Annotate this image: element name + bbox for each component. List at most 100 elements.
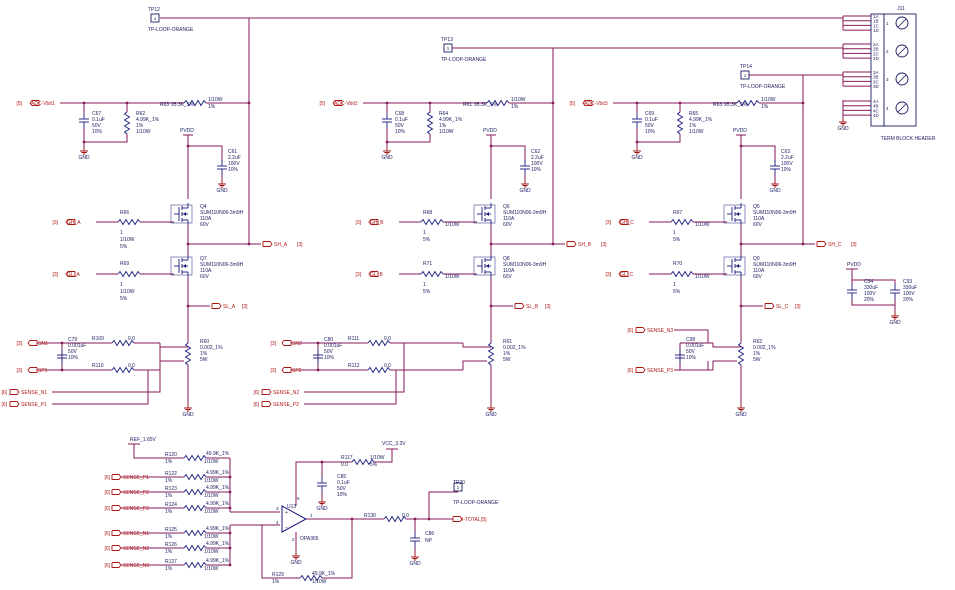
- test-point-box: [453, 482, 463, 492]
- pvdd-net-label: PVDD: [180, 128, 194, 134]
- resistor-power: 5%: [673, 237, 681, 243]
- screw-terminal-icon: [895, 72, 909, 86]
- page-ref: [3]: [605, 272, 611, 278]
- resistor-ref: R68: [423, 210, 432, 216]
- vcc-net-label: VCC_3.3V: [382, 441, 406, 447]
- electrolytic-capacitor: [889, 283, 901, 300]
- ground-symbol: [410, 552, 420, 561]
- capacitor-tol: 10%: [337, 492, 348, 498]
- resistor-power: 5%: [423, 289, 431, 295]
- capacitor-voltage: 50V: [395, 123, 405, 129]
- resistor-ref: R125: [165, 527, 177, 533]
- sh-net-label: SH_B: [578, 242, 592, 248]
- mosfet-current: 110A: [503, 268, 515, 274]
- connector-pin-label: 2B: [873, 47, 879, 52]
- wire: [712, 343, 737, 348]
- mosfet-ref: Q5: [753, 204, 760, 210]
- wire: [637, 134, 681, 143]
- capacitor-voltage: 100V: [864, 291, 876, 297]
- capacitor-tol: 10%: [395, 129, 406, 135]
- ground-label: GND: [769, 188, 781, 194]
- resistor-value: 4.99K_1%: [206, 485, 230, 491]
- resistor-value: 0.0: [128, 363, 135, 369]
- mosfet-part: SUM110N06-3m9H: [503, 210, 547, 216]
- page-ref: [5]: [481, 517, 487, 523]
- mosfet-voltage: 60V: [753, 222, 763, 228]
- page-ref: [3]: [601, 242, 607, 248]
- connector-pin-label: 1D: [873, 28, 880, 33]
- resistor-value: 0.002_1%: [753, 345, 776, 351]
- capacitor-value: 0.1uF: [395, 117, 408, 123]
- test-point-name: TP-LOOP-ORANGE: [740, 84, 786, 90]
- test-point-ref: TP12: [148, 7, 160, 13]
- test-point-name: TP-LOOP-ORANGE: [453, 500, 499, 506]
- input-resistor: [183, 474, 207, 480]
- adc-net-label: ADC-Vbit1: [31, 101, 55, 107]
- page-ref: [3]: [16, 368, 22, 374]
- resistor-ref: R60: [200, 339, 209, 345]
- resistor-tol: 1%: [272, 579, 280, 585]
- sense-p-flag: [9, 401, 20, 407]
- connector-pin-label: 2A: [873, 42, 879, 47]
- connector-ref: J11: [897, 6, 905, 12]
- test-point-pin: 1: [457, 485, 460, 490]
- capacitor-tol: 20%: [903, 297, 914, 303]
- decoupling-capacitor: [316, 476, 328, 493]
- resistor-ref: R129: [272, 572, 284, 578]
- junction-dot: [60, 368, 64, 372]
- capacitor-value: 0.001uF: [324, 343, 342, 349]
- capacitor-tol: 10%: [781, 167, 792, 173]
- capacitor-value: 0.1uF: [645, 117, 658, 123]
- connector-pin-number: 1: [886, 21, 889, 26]
- capacitor-value: 0.001uF: [686, 343, 704, 349]
- page-ref: [6]: [627, 368, 633, 374]
- resistor-tol: 1%: [439, 123, 447, 129]
- test-point-name: TP-LOOP-ORANGE: [148, 27, 194, 33]
- wire: [674, 361, 709, 371]
- connector-pin-label: 4C: [873, 108, 880, 113]
- resistor-tol: 1%: [165, 566, 173, 572]
- page-ref: [5]: [569, 101, 575, 107]
- test-point-pin: 1: [744, 73, 747, 78]
- resistor-tol: 1%: [689, 123, 697, 129]
- resistor-power: 1/10W: [370, 455, 385, 461]
- opamp-part: OPA365: [300, 536, 319, 542]
- connector-pin-number: 2: [886, 49, 889, 54]
- capacitor-ref: C62: [531, 149, 540, 155]
- ground-label: GND: [381, 155, 393, 161]
- screw-terminal-icon: [895, 16, 909, 30]
- wire: [387, 134, 431, 143]
- screw-slot: [897, 103, 907, 113]
- gl-net-label: GL_A: [67, 272, 80, 278]
- resistor-ref: R69: [120, 261, 129, 267]
- opamp-pin: 1: [310, 513, 313, 518]
- test-point-name: TP-LOOP-ORANGE: [441, 57, 487, 63]
- page-ref: [6]: [104, 490, 110, 496]
- electrolytic-capacitor: [846, 283, 858, 300]
- sp-flag: [27, 367, 38, 373]
- resistor-value: 4.99K_1%: [206, 526, 230, 532]
- sense-p-flag: [635, 367, 646, 373]
- wire: [295, 461, 322, 506]
- page-ref: [6]: [253, 390, 259, 396]
- i-total-net-label: I-TOTAL: [462, 517, 481, 523]
- ground-symbol: [486, 403, 496, 412]
- high-side-mosfet-icon: [723, 202, 746, 226]
- sense-p-net-label: SENSE_P2: [273, 402, 299, 408]
- connector-pin-label: 3D: [873, 84, 880, 89]
- page-ref: [3]: [851, 242, 857, 248]
- capacitor-voltage: 50V: [68, 349, 78, 355]
- capacitor-tol: 10%: [228, 167, 239, 173]
- resistor-power: 1/10W: [204, 478, 219, 484]
- capacitor-value: 0.1uF: [92, 117, 105, 123]
- connector-pin-label: 1C: [873, 23, 880, 28]
- capacitor-voltage: 50V: [686, 349, 696, 355]
- ground-symbol: [382, 146, 392, 155]
- resistor-tol: 1%: [165, 534, 173, 540]
- page-ref: [6]: [1, 390, 7, 396]
- screw-slot: [897, 46, 907, 56]
- ref-resistor: [183, 455, 207, 461]
- low-side-mosfet-icon: [170, 254, 193, 278]
- connector-pin-label: 2D: [873, 56, 880, 61]
